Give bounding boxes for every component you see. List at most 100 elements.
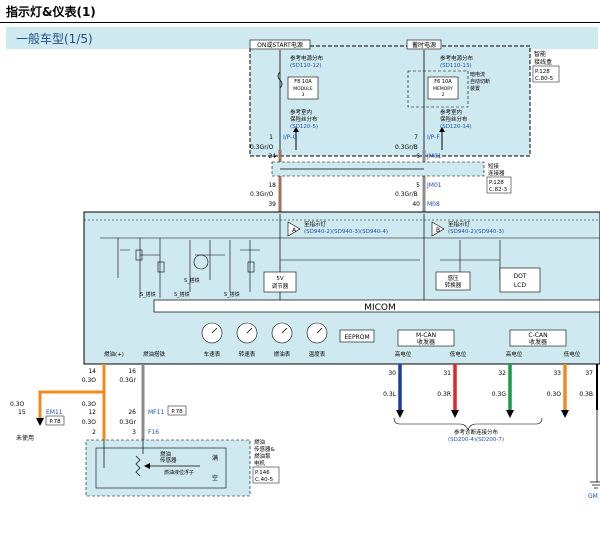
mcan-box xyxy=(397,329,455,347)
gauge-speed: 车速表 xyxy=(204,350,221,358)
float-label: 燃油液位浮子 xyxy=(164,469,194,476)
fuse-left-3: 3 xyxy=(302,92,305,98)
svg-text:B: B xyxy=(436,227,440,234)
gm-label: GM xyxy=(588,493,598,500)
ref-right-2: (SD110-13) xyxy=(440,63,472,69)
ground-left-1: 参考室内 xyxy=(290,108,312,116)
title-bar: 指示灯&仪表(1) xyxy=(0,0,600,23)
dot-2: LCD xyxy=(514,282,527,289)
can-w-2: 0.3R xyxy=(437,391,451,398)
fuse-right-box xyxy=(427,76,459,100)
full-label: 满 xyxy=(212,454,218,462)
p14: 14 xyxy=(88,368,96,375)
jm01-bottom: JM01 xyxy=(426,182,442,189)
ref-right-1: 参考电源分布 xyxy=(440,54,474,62)
ground-right-1: 参考室内 xyxy=(440,108,462,116)
sender-1: 燃油 xyxy=(160,450,172,458)
onstart-box xyxy=(249,39,311,50)
l-wire: 0.3Gr/O xyxy=(250,144,274,151)
joint-label-1: 短接 xyxy=(488,162,500,170)
r-wire: 0.3Gr/B xyxy=(395,144,418,151)
joint-ref-2: C.82-3 xyxy=(489,187,508,193)
eeprom-box xyxy=(339,329,375,343)
ref-left-2: (SD110-12) xyxy=(290,63,322,69)
em11-branch xyxy=(38,390,104,418)
indicator-a-arrow xyxy=(287,221,301,237)
r4-pin: 40 xyxy=(412,201,420,208)
can-ref-1: 参考诊断连接分布 xyxy=(454,428,499,436)
ccan-box xyxy=(509,329,567,347)
mf-p2: 26 xyxy=(128,409,136,416)
boost-1: 感压 xyxy=(447,274,459,282)
indicator-a-2: (SD940-2)(SD940-3)(SD940-4) xyxy=(304,229,388,235)
ground-right-3: (SD120-14) xyxy=(440,124,472,130)
em-ref: P.78 xyxy=(49,419,61,425)
can-brace xyxy=(393,417,543,431)
em-pin: 15 xyxy=(18,409,26,416)
smart-box-label-1: 智能 xyxy=(534,50,546,58)
mf-w1: 0.3O xyxy=(82,401,97,408)
mcan-2: 收发器 xyxy=(417,338,435,346)
gauge-temp: 温度表 xyxy=(309,350,326,358)
sender2-1: 燃油 xyxy=(254,438,266,446)
can-label-3: 高电位 xyxy=(506,350,523,358)
svg-text:A: A xyxy=(292,227,297,234)
fuse-left-1: F8 10A xyxy=(294,79,312,85)
jm01-top: JM01 xyxy=(426,153,442,160)
em-conn: EM11 xyxy=(46,409,63,416)
fuel-sender-box xyxy=(85,439,251,497)
fuse-right-2: MEMORY xyxy=(433,86,453,92)
boost-box xyxy=(435,271,471,291)
dot-lcd-box xyxy=(499,267,541,293)
empty-label: 空 xyxy=(212,474,218,482)
can-w-3: 0.3G xyxy=(492,391,507,398)
f-p3: 3 xyxy=(132,429,136,436)
indicator-b-2: (SD940-2)(SD940-3) xyxy=(448,229,504,235)
fuel-plus-label: 燃油(+) xyxy=(104,350,124,358)
micom-bar xyxy=(153,299,600,313)
memory-fuse-group xyxy=(407,70,469,108)
can-pin-32: 32 xyxy=(498,370,506,377)
eeprom-label: EEPROM xyxy=(344,334,369,341)
r1-pin: 7 xyxy=(414,134,418,141)
boost-2: 转换器 xyxy=(445,281,462,289)
r1-conn: I/P-F xyxy=(427,134,440,141)
ccan-1: C-CAN xyxy=(528,332,547,339)
l1-conn: I/P-G xyxy=(283,134,298,141)
m08-label: M08 xyxy=(427,201,440,208)
reg-1: 5V xyxy=(276,276,283,282)
f-p2: 2 xyxy=(92,429,96,436)
indicator-a-1: 至指示灯 xyxy=(304,220,327,228)
can-label-1: 高电位 xyxy=(395,350,412,358)
sender-resistor xyxy=(135,455,141,477)
indicator-b-1: 至指示灯 xyxy=(448,220,471,228)
fuel-gnd-label: 燃油搭铁 xyxy=(143,350,166,358)
mcan-1: M-CAN xyxy=(416,332,436,339)
em-ref-box xyxy=(45,415,65,426)
page-title: 指示灯&仪表(1) xyxy=(6,5,96,19)
ground-icon xyxy=(590,481,600,489)
ground-left-3: (SD120-5) xyxy=(290,124,318,130)
sender2-4: 电机 xyxy=(254,459,266,467)
fuse-left-2: MODULE xyxy=(293,86,313,92)
can-w-5: 0.3B xyxy=(579,391,593,398)
joint-ref-box xyxy=(486,176,512,194)
r2-pin: 6 xyxy=(416,153,420,160)
w-fuel: 0.3O xyxy=(82,377,97,384)
l2-pin: 24 xyxy=(268,153,276,160)
can-label-4: 低电位 xyxy=(564,350,581,358)
f-conn: F16 xyxy=(148,429,159,436)
battery-box xyxy=(406,39,442,50)
can-pin-37: 37 xyxy=(585,370,593,377)
auto-cut-2: 自动切断 xyxy=(470,78,490,85)
sender2-3: 燃油泵 xyxy=(254,452,271,460)
joint-ref-1: P.128 xyxy=(489,180,504,186)
sender-2: 传感器 xyxy=(160,456,177,464)
smart-box-label-2: 接线盒 xyxy=(534,58,552,66)
fuse-left-box xyxy=(287,76,319,100)
regulator-box xyxy=(263,271,297,293)
can-ref-2: (SD200-4)(SD200-7) xyxy=(448,437,504,443)
subtitle: 一般车型(1/5) xyxy=(16,32,93,46)
micom-label: MICOM xyxy=(364,303,396,313)
